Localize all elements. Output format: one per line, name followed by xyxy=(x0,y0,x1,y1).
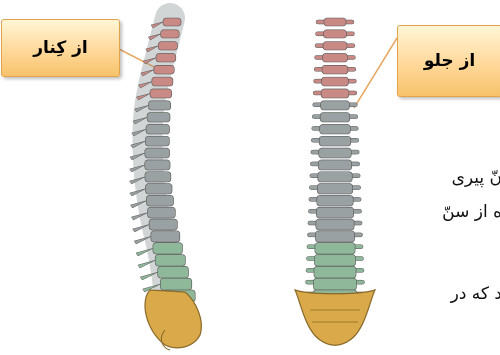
front-vertebra xyxy=(314,77,357,86)
front-vertebra xyxy=(306,255,363,266)
front-vertebra xyxy=(306,266,364,278)
body-text-line-3: د که در xyxy=(451,284,500,304)
body-text-line-1: نّ پیری xyxy=(452,168,500,188)
front-pointer-line xyxy=(354,38,397,108)
front-sacrum xyxy=(295,290,375,345)
front-vertebra xyxy=(314,65,356,74)
side-vertebra xyxy=(133,219,178,232)
front-vertebra xyxy=(307,243,363,254)
front-view-label: از جلو xyxy=(397,25,500,97)
front-vertebra xyxy=(316,30,355,38)
front-vertebra xyxy=(312,113,358,122)
front-vertebra xyxy=(313,101,358,110)
front-vertebra xyxy=(305,278,364,290)
side-vertebra xyxy=(136,243,183,256)
front-vertebra xyxy=(309,184,360,194)
front-vertebra xyxy=(310,172,360,182)
front-vertebra xyxy=(312,124,359,134)
front-vertebra xyxy=(308,207,361,218)
side-vertebra xyxy=(131,207,175,220)
front-vertebra xyxy=(310,160,359,170)
front-vertebra xyxy=(307,231,362,242)
front-vertebra xyxy=(313,89,357,98)
side-view-spine xyxy=(130,18,202,350)
side-view-label: از کِنار xyxy=(1,19,120,77)
front-vertebra xyxy=(311,136,359,146)
front-vertebra xyxy=(311,148,360,158)
front-vertebra xyxy=(308,219,362,230)
front-vertebra xyxy=(315,42,355,50)
front-view-label-text: از جلو xyxy=(424,51,475,71)
body-text-line-2: ه از سنّ xyxy=(442,202,500,222)
front-vertebra xyxy=(316,18,354,26)
front-vertebra xyxy=(315,53,356,62)
front-view-spine xyxy=(295,18,375,345)
side-vertebra xyxy=(134,231,180,244)
side-vertebra xyxy=(138,255,185,268)
front-vertebra xyxy=(309,195,361,206)
side-view-label-text: از کِنار xyxy=(33,38,88,58)
